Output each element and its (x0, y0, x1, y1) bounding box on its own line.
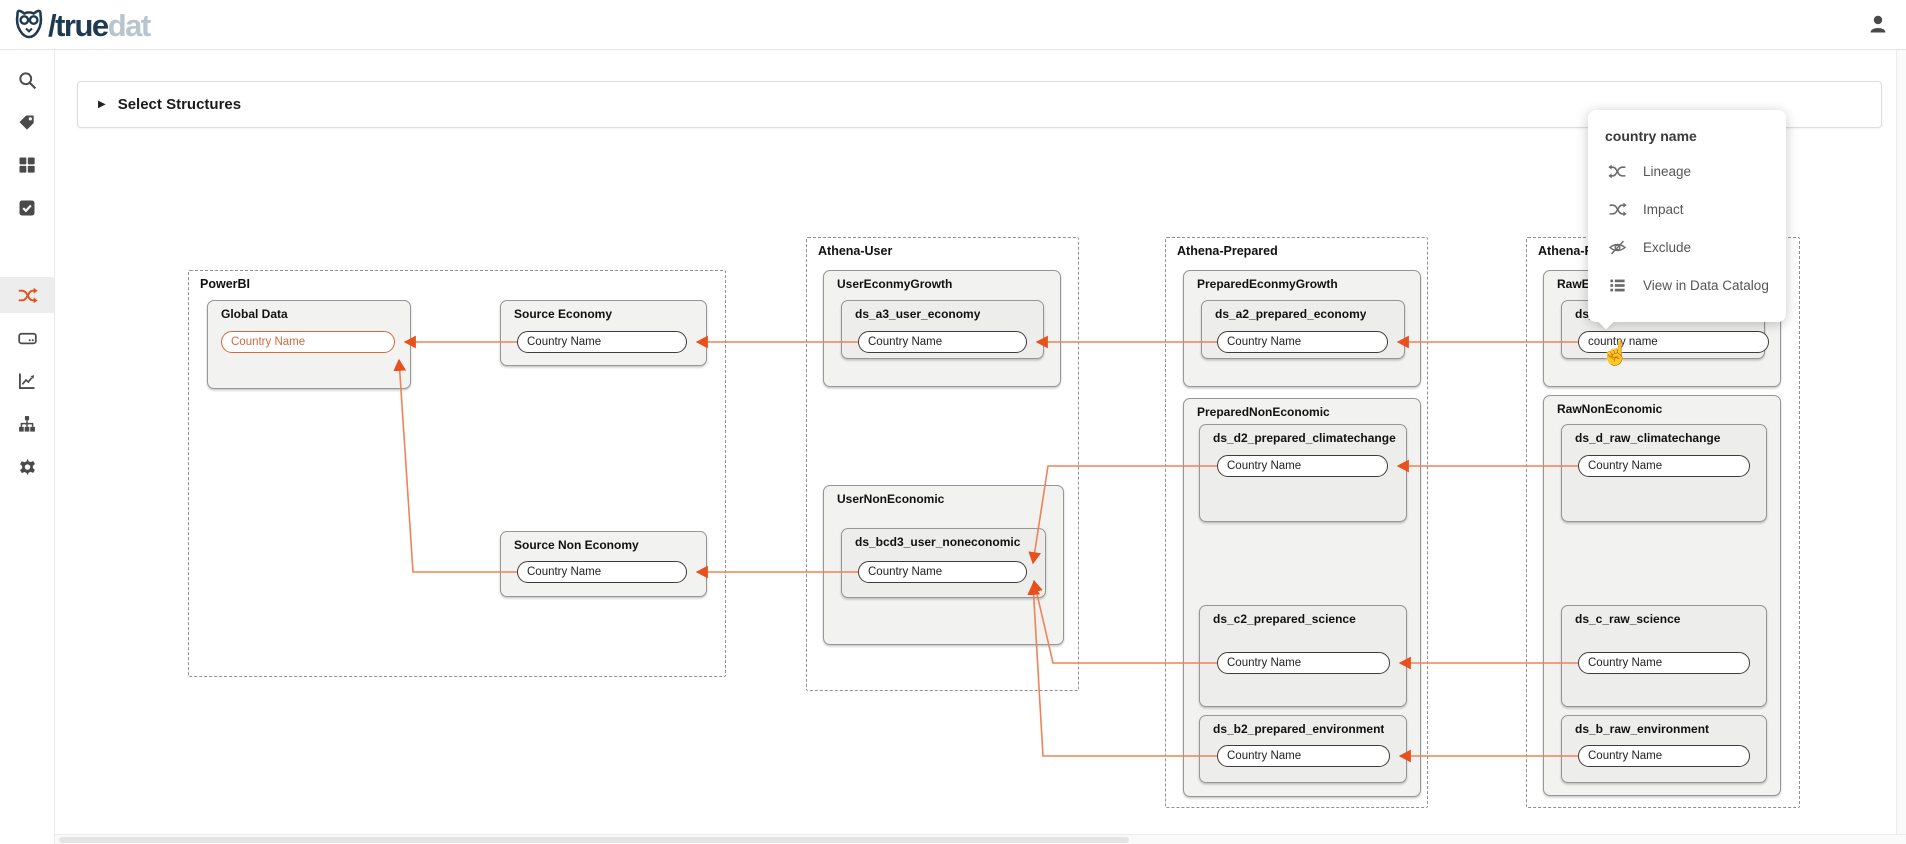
shuffle-lineage-icon (18, 287, 38, 303)
menu-item-label: Lineage (1643, 163, 1692, 179)
container-title: Global Data (221, 307, 288, 321)
select-structures-panel[interactable]: ▶ Select Structures (77, 81, 1882, 128)
node-title: ds_bcd3_user_noneconomic (855, 535, 1021, 549)
server-icon (17, 332, 37, 344)
sidebar (0, 50, 55, 844)
menu-item-label: View in Data Catalog (1643, 277, 1769, 293)
select-structures-label: Select Structures (117, 96, 242, 113)
horizontal-scrollbar-thumb[interactable] (59, 837, 1129, 843)
field-source-non-economy-country-name[interactable]: Country Name (517, 561, 687, 583)
node-title: ds_c_raw_science (1575, 612, 1681, 626)
group-label: PowerBI (200, 277, 251, 291)
container-title: PreparedEconmyGrowth (1197, 277, 1338, 291)
truedat-logo[interactable]: /truedat (12, 6, 151, 45)
container-title: PreparedNonEconomic (1197, 405, 1330, 419)
sidebar-item-search[interactable] (0, 62, 54, 98)
container-title: UserEconmyGrowth (837, 277, 953, 291)
context-menu-title: country name (1605, 128, 1697, 144)
node-title: ds_a2_prepared_economy (1215, 307, 1367, 321)
field-ds-c2-country-name[interactable]: Country Name (1217, 652, 1390, 674)
field-ds-c-raw-country-name[interactable]: Country Name (1578, 652, 1750, 674)
vertical-scrollbar[interactable] (1896, 50, 1906, 844)
menu-item-view-in-data-catalog[interactable]: View in Data Catalog (1588, 266, 1786, 304)
horizontal-scrollbar[interactable] (55, 834, 1906, 844)
list-icon (1610, 279, 1625, 291)
group-label: Athena-Prepared (1177, 244, 1278, 258)
container-title: Source Economy (514, 307, 613, 321)
sidebar-item-analytics[interactable] (0, 363, 54, 399)
node-title: ds_b2_prepared_environment (1213, 722, 1385, 736)
node-title: ds_c2_prepared_science (1213, 612, 1356, 626)
sidebar-item-structures[interactable] (0, 320, 54, 356)
sidebar-item-quality[interactable] (0, 190, 54, 226)
node-title: ds_b_raw_environment (1575, 722, 1710, 736)
field-ds-b-raw-country-name[interactable]: Country Name (1578, 745, 1750, 767)
field-ds-a3-country-name[interactable]: Country Name (858, 331, 1027, 353)
menu-item-label: Impact (1643, 201, 1684, 217)
sidebar-item-dashboard[interactable] (0, 147, 54, 183)
mouse-cursor-hand: ☝ (1601, 340, 1630, 366)
context-menu: country name Lineage Impact Exclude (1588, 110, 1786, 330)
field-ds-bcd3-country-name[interactable]: Country Name (858, 561, 1027, 583)
eye-off-icon (1608, 240, 1627, 254)
field-source-economy-country-name[interactable]: Country Name (517, 331, 687, 353)
field-raw-economy-country-name[interactable]: country name (1578, 331, 1769, 353)
grid-icon (19, 157, 35, 173)
container-title: RawNonEconomic (1557, 402, 1663, 416)
app-header: /truedat (0, 0, 1906, 50)
gear-icon (19, 458, 35, 476)
field-ds-a2-country-name[interactable]: Country Name (1217, 331, 1388, 353)
sidebar-item-settings[interactable] (0, 449, 54, 485)
field-global-data-country-name[interactable]: Country Name (221, 331, 395, 353)
tag-icon (19, 115, 34, 130)
field-ds-d2-country-name[interactable]: Country Name (1217, 455, 1388, 477)
container-title: UserNonEconomic (837, 492, 945, 506)
field-ds-d-raw-country-name[interactable]: Country Name (1578, 455, 1750, 477)
node-title: ds_d_raw_climatechange (1575, 431, 1721, 445)
search-icon (18, 71, 36, 89)
field-ds-b2-country-name[interactable]: Country Name (1217, 745, 1390, 767)
menu-item-lineage[interactable]: Lineage (1588, 152, 1786, 190)
group-athena-user: Athena-User (806, 237, 1079, 691)
group-label: Athena-User (818, 244, 893, 258)
menu-item-exclude[interactable]: Exclude (1588, 228, 1786, 266)
check-square-icon (19, 200, 35, 216)
container-title: Source Non Economy (514, 538, 639, 552)
user-icon[interactable] (1866, 12, 1890, 36)
brand-wordmark: /truedat (48, 7, 151, 43)
sitemap-icon (19, 416, 35, 432)
node-title: ds_a3_user_economy (855, 307, 981, 321)
group-powerbi: PowerBI (188, 270, 726, 677)
menu-item-label: Exclude (1643, 239, 1692, 255)
lineage-icon (1608, 164, 1626, 178)
sidebar-item-glossary[interactable] (0, 105, 54, 141)
sidebar-item-lineage[interactable] (0, 277, 54, 313)
menu-item-impact[interactable]: Impact (1588, 190, 1786, 228)
impact-icon (1609, 202, 1627, 216)
sidebar-item-hierarchy[interactable] (0, 406, 54, 442)
chart-line-icon (19, 373, 35, 389)
node-title: ds_d2_prepared_climatechange (1213, 431, 1396, 445)
caret-right-icon: ▶ (98, 99, 106, 110)
owl-logo-icon (12, 6, 46, 45)
